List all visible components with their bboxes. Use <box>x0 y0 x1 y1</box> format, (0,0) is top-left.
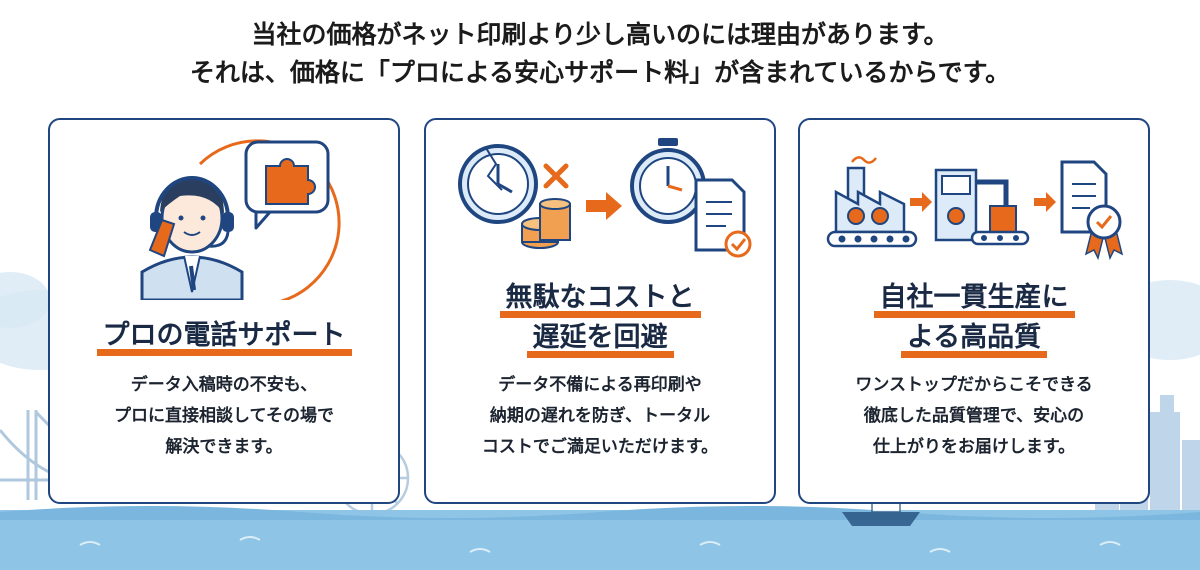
puzzle-piece-icon <box>244 140 330 230</box>
machine-line-icon <box>934 168 1030 246</box>
cross-mark-icon <box>543 163 569 189</box>
stopwatch-icon <box>630 138 706 224</box>
card-title-line-2: よる高品質 <box>900 318 1048 358</box>
cloud-left-2 <box>0 272 50 328</box>
card-phone-support: プロの電話サポート データ入稿時の不安も、 プロに直接相談してその場で 解決でき… <box>48 118 400 504</box>
card-body-line-3: 仕上がりをお届けします。 <box>872 437 1076 457</box>
card-title-line-1: プロの電話サポート <box>96 316 352 356</box>
card-body-line-1: データ不備による再印刷や <box>498 375 702 395</box>
card-title-line-1: 自社一貫生産に <box>873 278 1075 318</box>
headline: 当社の価格がネット印刷より少し高いのには理由があります。 それは、価格に「プロに… <box>0 16 1200 92</box>
support-illustration <box>140 139 341 300</box>
coin-stack-icon <box>521 198 571 249</box>
card-body-line-2: 納期の遅れを防ぎ、トータル <box>489 406 711 426</box>
cost-illustration <box>458 138 752 258</box>
factory-conveyor-icon <box>826 156 918 248</box>
production-illustration <box>826 156 1124 260</box>
arrow-right-icon <box>1034 192 1056 212</box>
quality-medal-icon <box>1084 204 1124 260</box>
broken-clock-icon <box>458 144 538 224</box>
card-title: 自社一貫生産に よる高品質 <box>800 278 1148 358</box>
card-body-line-1: ワンストップだからこそできる <box>855 375 1093 395</box>
card-in-house-production: 自社一貫生産に よる高品質 ワンストップだからこそできる 徹底した品質管理で、安… <box>798 118 1150 504</box>
card-body-line-3: 解決できます。 <box>165 437 283 457</box>
card-body-line-2: プロに直接相談してその場で <box>114 406 334 426</box>
card-body-line-2: 徹底した品質管理で、安心の <box>863 406 1085 426</box>
headline-line-2: それは、価格に「プロによる安心サポート料」が含まれているからです。 <box>189 58 1011 87</box>
card-title-line-1: 無駄なコストと <box>499 278 701 318</box>
card-title: プロの電話サポート <box>50 316 398 356</box>
arrow-right-icon <box>586 192 622 220</box>
arrow-right-icon <box>910 192 932 212</box>
headline-line-1: 当社の価格がネット印刷より少し高いのには理由があります。 <box>251 20 949 49</box>
document-check-icon <box>694 178 752 258</box>
card-cost-delay: 無駄なコストと 遅延を回避 データ不備による再印刷や 納期の遅れを防ぎ、トータル… <box>424 118 776 504</box>
card-body: データ不備による再印刷や 納期の遅れを防ぎ、トータル コストでご満足いただけます… <box>426 370 774 463</box>
card-body-line-1: データ入稿時の不安も、 <box>130 375 318 395</box>
card-body: データ入稿時の不安も、 プロに直接相談してその場で 解決できます。 <box>50 370 398 463</box>
headset-operator-icon <box>140 176 244 300</box>
card-title-line-2: 遅延を回避 <box>526 318 674 358</box>
card-body: ワンストップだからこそできる 徹底した品質管理で、安心の 仕上がりをお届けします… <box>800 370 1148 463</box>
card-body-line-3: コストでご満足いただけます。 <box>481 437 719 457</box>
card-title: 無駄なコストと 遅延を回避 <box>426 278 774 358</box>
